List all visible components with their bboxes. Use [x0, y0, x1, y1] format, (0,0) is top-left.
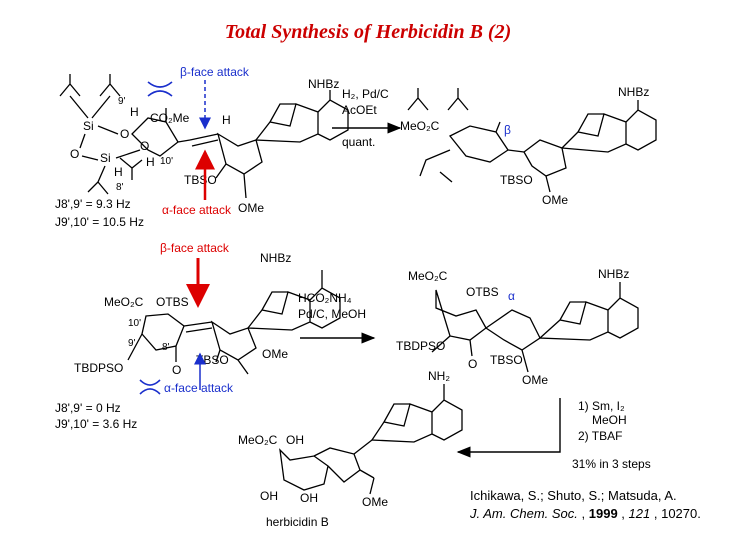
amine-group: NH₂: [428, 369, 450, 383]
hydroxyl-group: OH: [260, 489, 278, 503]
herbicidin-b-structure: MeO₂C OH OH OH NH₂ OMe herbicidin B: [238, 369, 463, 529]
h-atom: H: [114, 165, 123, 179]
beta-face-attack-label: β-face attack: [180, 65, 250, 79]
tbso-group: TBSO: [196, 353, 229, 367]
reagent: HCO₂NH₄: [298, 291, 352, 305]
tbdpso-group: TBDPSO: [396, 339, 445, 353]
position-label: 8': [162, 342, 170, 353]
yield: quant.: [342, 135, 375, 149]
methoxy-group: OMe: [362, 495, 388, 509]
reaction-arrow-1: H₂, Pd/C AcOEt quant.: [332, 87, 402, 149]
coupling-constant: J8',9' = 0 Hz: [55, 401, 121, 415]
scheme1-product: MeO₂C β TBSO OMe NHBz: [400, 85, 657, 207]
citation-volume: 121: [629, 506, 651, 521]
ketone-oxygen: O: [468, 357, 477, 371]
nhbz-group: NHBz: [308, 77, 339, 91]
tbso-group: TBSO: [490, 353, 523, 367]
tbso-group: TBSO: [184, 173, 217, 187]
nhbz-group: NHBz: [260, 251, 291, 265]
position-label: 10': [128, 318, 141, 329]
tbso-group: TBSO: [500, 173, 533, 187]
product-name: herbicidin B: [266, 515, 329, 529]
scheme2-starting-material: β-face attack MeO₂C OTBS 10' 9' 8' O TBD…: [55, 241, 341, 431]
reagent: Pd/C, MeOH: [298, 307, 366, 321]
citation-pages: 10270.: [661, 506, 701, 521]
si-atom: Si: [100, 151, 111, 165]
position-label: 9': [118, 96, 126, 107]
reaction-arrow-3: 1) Sm, I₂ MeOH 2) TBAF 31% in 3 steps: [456, 398, 651, 471]
h-atom: H: [130, 105, 139, 119]
ester-group: CO₂Me: [150, 111, 190, 125]
citation: Ichikawa, S.; Shuto, S.; Matsuda, A. J. …: [469, 488, 701, 521]
hydroxyl-group: OH: [286, 433, 304, 447]
solvent: MeOH: [592, 413, 627, 427]
otbs-group: OTBS: [466, 285, 499, 299]
coupling-constant: J9',10' = 10.5 Hz: [55, 215, 144, 229]
solvent: AcOEt: [342, 103, 377, 117]
otbs-group: OTBS: [156, 295, 189, 309]
position-label: 8': [116, 182, 124, 193]
citation-journal: J. Am. Chem. Soc.: [469, 506, 578, 521]
beta-face-attack-label: β-face attack: [160, 241, 230, 255]
methoxy-group: OMe: [542, 193, 568, 207]
citation-authors: Ichikawa, S.; Shuto, S.; Matsuda, A.: [470, 488, 677, 503]
position-label: 9': [128, 338, 136, 349]
ester-group: MeO₂C: [238, 433, 278, 447]
methoxy-group: OMe: [522, 373, 548, 387]
position-label: 10': [160, 156, 173, 167]
reagent: H₂, Pd/C: [342, 87, 389, 101]
yield: 31% in 3 steps: [572, 457, 651, 471]
page-title: Total Synthesis of Herbicidin B (2): [225, 21, 512, 43]
tbdpso-group: TBDPSO: [74, 361, 123, 375]
si-atom: Si: [83, 119, 94, 133]
citation-source: J. Am. Chem. Soc. , 1999 , 121 , 10270.: [469, 506, 701, 521]
alpha-label: α: [508, 289, 515, 303]
hydroxyl-group: OH: [300, 491, 318, 505]
o-atom: O: [70, 147, 79, 161]
h-atom: H: [146, 155, 155, 169]
scheme1-starting-material: Si O O Si O H 9' CO₂Me H 10' H 8' H TBSO…: [55, 65, 349, 229]
methoxy-group: OMe: [262, 347, 288, 361]
ketone-oxygen: O: [172, 363, 181, 377]
nhbz-group: NHBz: [618, 85, 649, 99]
o-atom: O: [120, 127, 129, 141]
reaction-arrow-2: HCO₂NH₄ Pd/C, MeOH: [298, 291, 376, 344]
methoxy-group: OMe: [238, 201, 264, 215]
ester-group: MeO₂C: [408, 269, 448, 283]
reagent: 1) Sm, I₂: [578, 399, 625, 413]
reagent: 2) TBAF: [578, 429, 622, 443]
citation-year: 1999: [589, 506, 618, 521]
ester-group: MeO₂C: [400, 119, 440, 133]
coupling-constant: J8',9' = 9.3 Hz: [55, 197, 131, 211]
alpha-face-attack-label: α-face attack: [164, 381, 234, 395]
nhbz-group: NHBz: [598, 267, 629, 281]
alpha-face-attack-label: α-face attack: [162, 203, 232, 217]
coupling-constant: J9',10' = 3.6 Hz: [55, 417, 137, 431]
beta-label: β: [504, 123, 511, 137]
ester-group: MeO₂C: [104, 295, 144, 309]
scheme2-product: MeO₂C OTBS α O TBDPSO TBSO OMe NHBz: [396, 267, 639, 387]
h-atom: H: [222, 113, 231, 127]
